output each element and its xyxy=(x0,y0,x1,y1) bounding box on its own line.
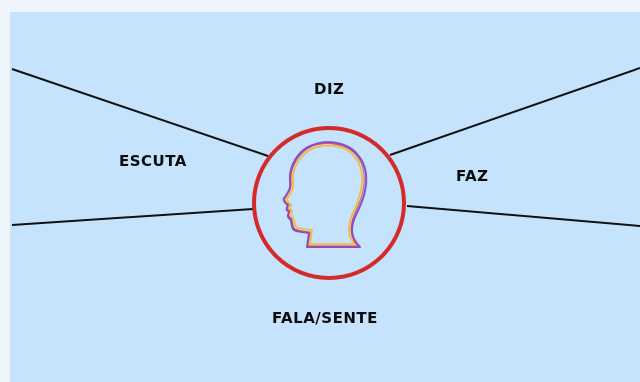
head-profile-icon xyxy=(282,141,368,248)
center-circle xyxy=(252,126,406,280)
divider-line-bottom-left xyxy=(11,208,254,226)
divider-line-top-left xyxy=(11,68,269,157)
diagram-panel xyxy=(10,12,640,382)
divider-line-bottom-right xyxy=(406,205,640,227)
label-escuta: ESCUTA xyxy=(119,152,187,170)
label-fala-sente: FALA/SENTE xyxy=(272,309,378,327)
divider-line-top-right xyxy=(389,67,640,156)
label-faz: FAZ xyxy=(456,167,489,185)
label-diz: DIZ xyxy=(314,80,345,98)
